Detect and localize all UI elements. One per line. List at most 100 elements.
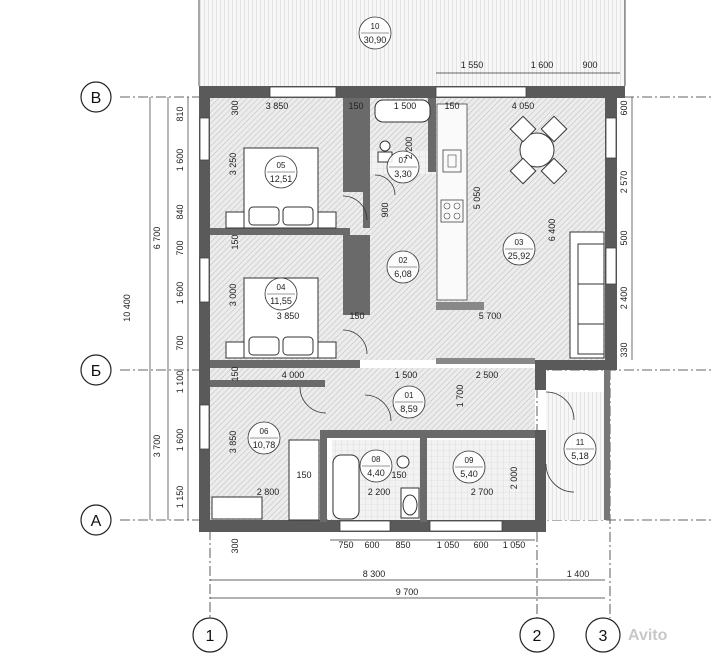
room-number: 09 [465, 456, 474, 465]
dimension-label: 1 100 [175, 371, 185, 394]
axis-label-a: А [91, 513, 102, 530]
dimension-label: 1 550 [461, 60, 484, 70]
dimension-label: 3 850 [277, 311, 300, 321]
axis-marker-row-v: В [80, 81, 112, 113]
dimension-label: 500 [619, 230, 629, 245]
wardrobe [211, 439, 320, 521]
door-swings [299, 174, 575, 493]
dimension-label: 150 [230, 234, 240, 249]
room-area: 25,92 [508, 251, 531, 261]
dimension-label: 2 800 [257, 487, 280, 497]
dimension-label: 3 700 [152, 435, 162, 458]
dimension-label: 1 500 [395, 370, 418, 380]
dimension-label: 10 400 [122, 294, 132, 322]
dimension-label: 1 600 [531, 60, 554, 70]
room-number: 05 [277, 161, 286, 170]
dimension-label: 1 400 [567, 569, 590, 579]
room-label-07: 073,30 [386, 150, 420, 184]
dimension-label: 5 700 [479, 311, 502, 321]
room-number: 01 [405, 391, 414, 400]
dimension-label: 5 050 [472, 187, 482, 210]
dimension-label: 850 [395, 540, 410, 550]
dimension-label: 6 400 [547, 219, 557, 242]
dimension-label: 150 [444, 101, 459, 111]
room-label-11: 115,18 [563, 432, 597, 466]
dimension-label: 3 250 [228, 153, 238, 176]
dimension-label: 6 700 [152, 227, 162, 250]
dimension-label: 2 570 [619, 171, 629, 194]
axis-label-1: 1 [206, 628, 215, 645]
room-number: 04 [277, 283, 286, 292]
dimension-label: 1 600 [175, 149, 185, 172]
dimension-label: 2 000 [509, 467, 519, 490]
sofa [569, 231, 605, 359]
dimension-label: 1 700 [455, 385, 465, 408]
dimension-label: 3 000 [228, 284, 238, 307]
dimension-label: 2 400 [619, 287, 629, 310]
dimension-label: 150 [349, 311, 364, 321]
room-area: 8,59 [400, 404, 418, 414]
dimension-label: 750 [338, 540, 353, 550]
room-number: 06 [260, 427, 269, 436]
dimension-label: 3 850 [228, 431, 238, 454]
dimension-label: 4 050 [512, 101, 535, 111]
dimension-label: 1 050 [503, 540, 526, 550]
terrace-area [198, 0, 626, 86]
dimension-label: 1 050 [437, 540, 460, 550]
room-area: 5,18 [571, 451, 589, 461]
room-number: 07 [399, 156, 408, 165]
axis-marker-row-b: Б [80, 354, 112, 386]
dimension-label: 150 [348, 101, 363, 111]
dimension-label: 840 [175, 204, 185, 219]
axis-marker-row-a: А [80, 504, 112, 536]
room-label-08: 084,40 [359, 449, 393, 483]
room-label-05: 05 12,51 [264, 155, 298, 189]
dimension-label: 810 [175, 106, 185, 121]
bathtub-top [374, 99, 431, 163]
dimension-label: 2 200 [368, 487, 391, 497]
dimension-label: 1 500 [394, 101, 417, 111]
dining-table [509, 115, 568, 185]
dimension-label: 2 200 [404, 137, 414, 160]
axis-label-v: В [91, 90, 102, 107]
axis-marker-col-3: 3 [585, 617, 621, 653]
dimension-label: 300 [230, 538, 240, 553]
dimension-label: 300 [230, 100, 240, 115]
dimension-lines [149, 72, 633, 599]
watermark-text: Avito [628, 627, 668, 644]
room-area: 10,78 [253, 440, 276, 450]
room-area: 12,51 [270, 174, 293, 184]
windows [199, 86, 617, 532]
room-number: 10 [371, 22, 380, 31]
dimension-label: 900 [582, 60, 597, 70]
axis-marker-col-2: 2 [519, 617, 555, 653]
dimension-label: 600 [473, 540, 488, 550]
room-area: 11,55 [270, 296, 292, 306]
room-number: 11 [576, 438, 585, 447]
interior-walls [210, 98, 535, 522]
kitchen-counter [436, 103, 468, 301]
dimension-label: 150 [230, 366, 240, 381]
dimension-label: 1 150 [175, 486, 185, 509]
room-area: 3,30 [394, 169, 412, 179]
room-label-09: 095,40 [452, 450, 486, 484]
room-area: 30,90 [364, 35, 387, 45]
room-number: 03 [515, 238, 524, 247]
dimension-label: 4 000 [282, 370, 305, 380]
room-area: 4,40 [367, 468, 385, 478]
axis-marker-col-1: 1 [192, 617, 228, 653]
dimension-label: 1 600 [175, 282, 185, 305]
dimension-label: 1 600 [175, 429, 185, 452]
room-number: 08 [372, 455, 381, 464]
dimension-label: 9 700 [396, 587, 419, 597]
room-label-03: 03 25,92 [502, 232, 536, 266]
axis-label-2: 2 [533, 628, 542, 645]
room-area: 5,40 [460, 469, 478, 479]
dimension-label: 3 850 [266, 101, 289, 111]
room-area: 6,08 [394, 269, 412, 279]
room-number: 02 [399, 256, 408, 265]
axis-label-3: 3 [599, 628, 608, 645]
dimension-label: 330 [619, 342, 629, 357]
dimension-label: 700 [175, 240, 185, 255]
dimension-label: 2 500 [476, 370, 499, 380]
